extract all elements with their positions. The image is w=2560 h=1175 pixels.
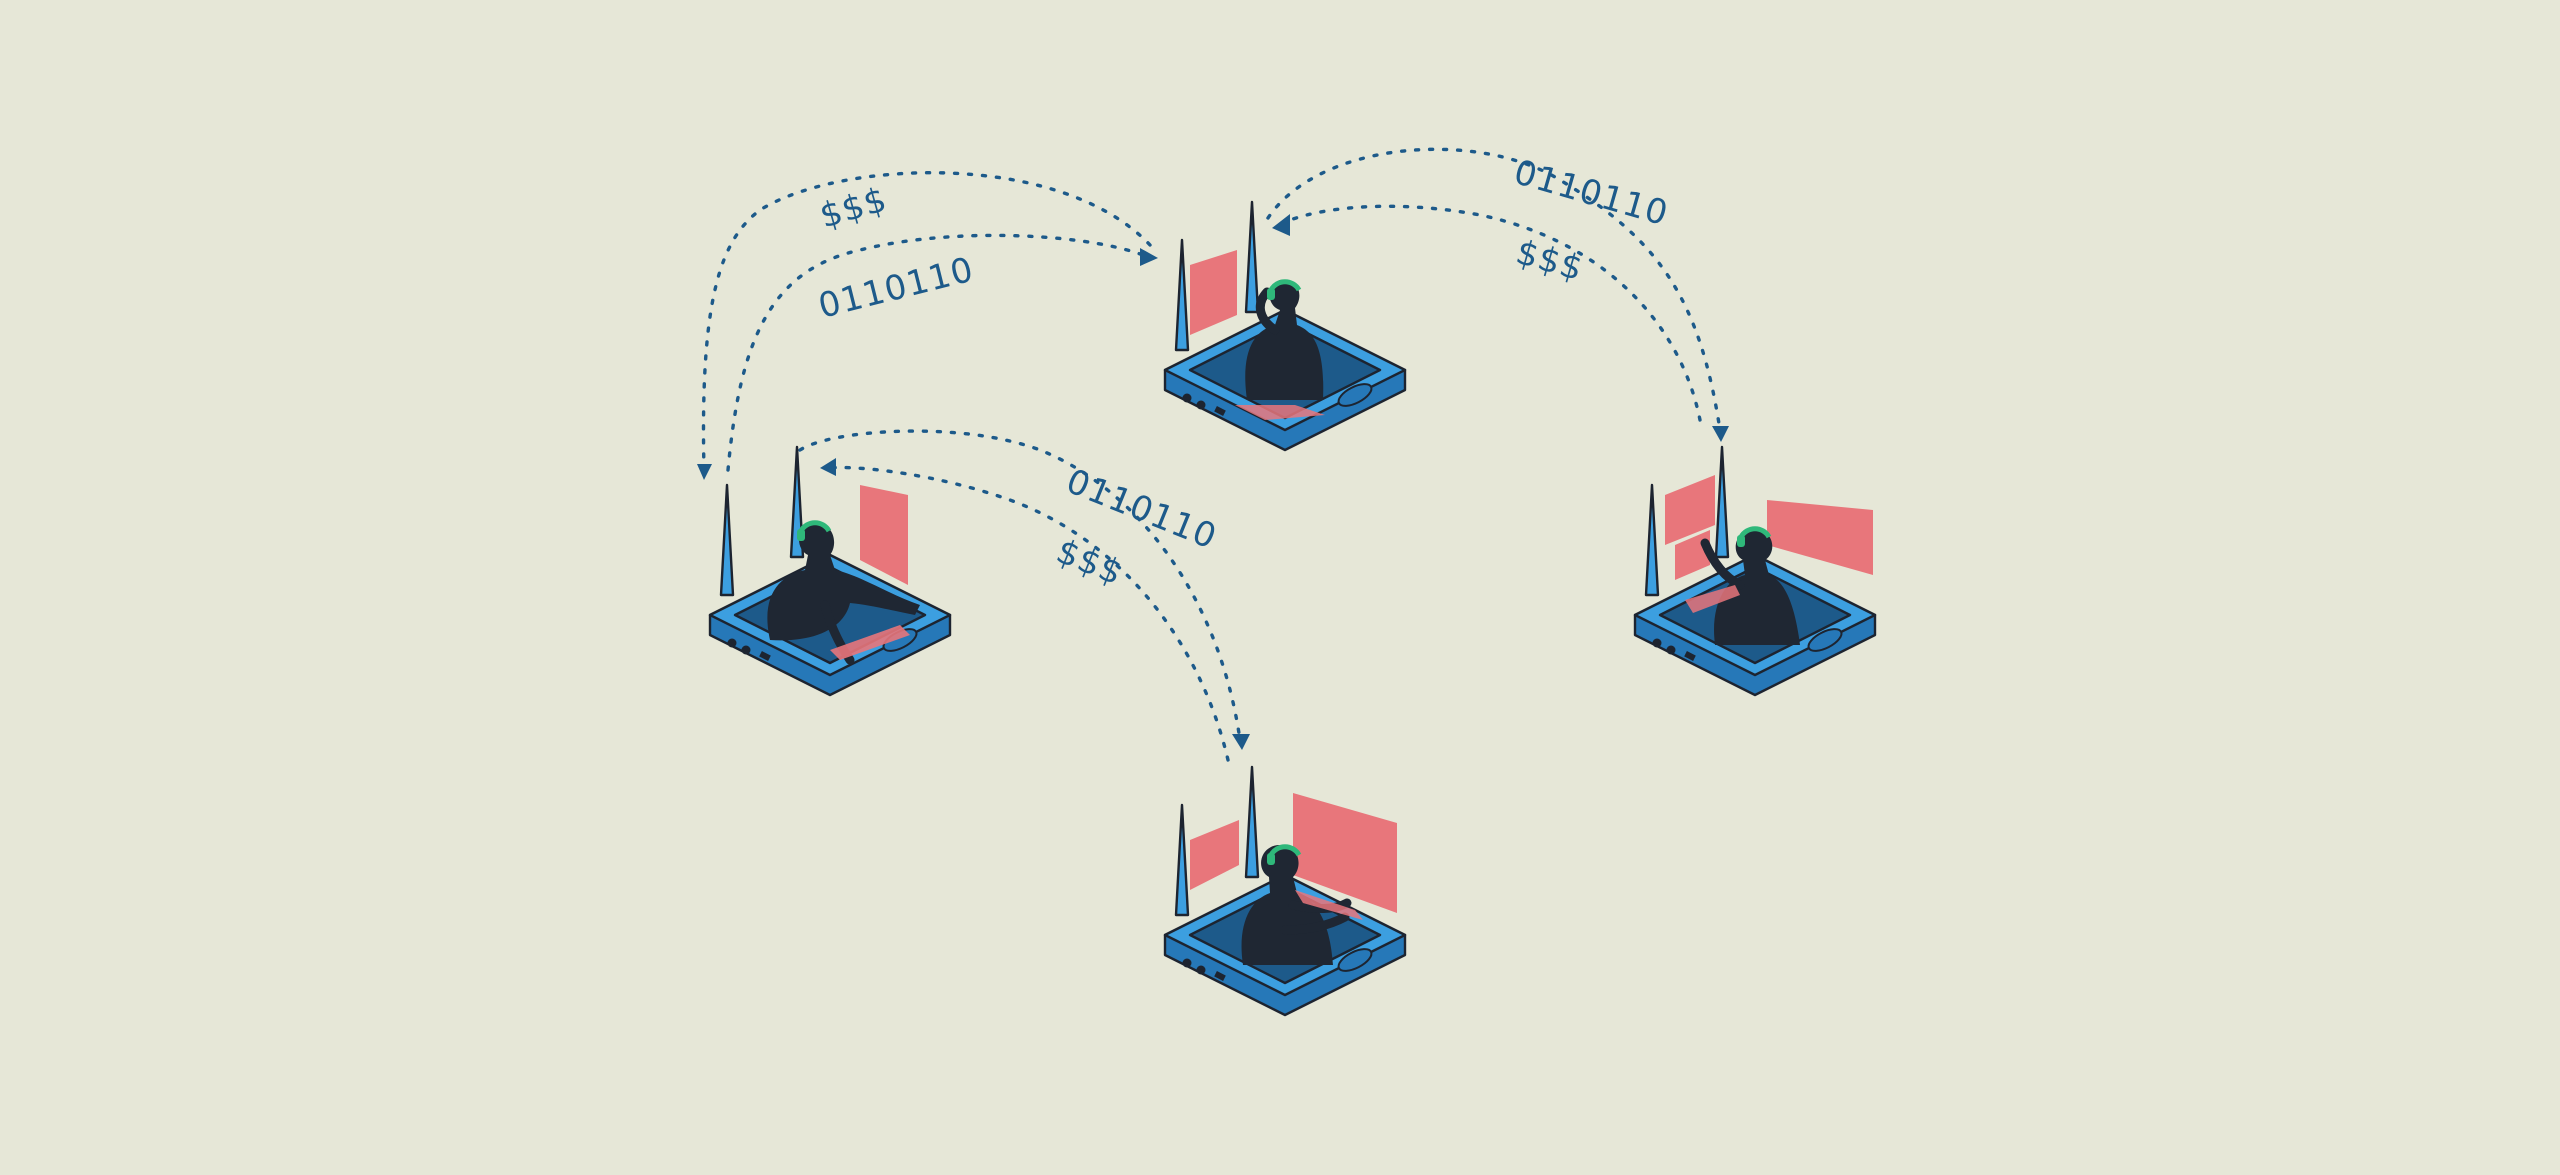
screen-panel (860, 485, 908, 585)
flow-label: $$$ (1512, 232, 1588, 289)
router-top-center (1165, 202, 1405, 450)
flow-label: $$$ (1051, 531, 1129, 594)
flow-arc (703, 173, 1150, 470)
flow-label: $$$ (815, 179, 891, 236)
flow-label: 0110110 (815, 250, 978, 327)
router-bottom-center (1165, 767, 1405, 1015)
router-left (710, 447, 950, 695)
screen-panel (1767, 500, 1873, 575)
screen-panel (1190, 820, 1239, 890)
router-right (1635, 447, 1875, 695)
flow-label: 0110110 (1510, 152, 1673, 234)
screen-panel (1190, 250, 1237, 335)
